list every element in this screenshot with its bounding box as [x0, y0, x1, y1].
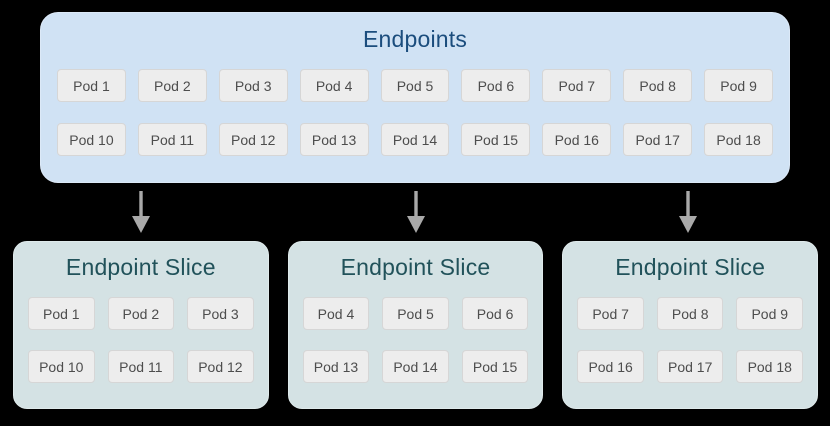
pod-box: Pod 3 [218, 69, 288, 102]
pod-box: Pod 5 [380, 69, 450, 102]
pod-box: Pod 5 [382, 297, 449, 330]
pod-box: Pod 11 [107, 350, 175, 383]
endpoint-slice-title: Endpoint Slice [615, 254, 766, 280]
pod-box: Pod 18 [704, 123, 774, 156]
pod-box: Pod 14 [382, 350, 449, 383]
slice-3-pod-row-2: Pod 16 Pod 17 Pod 18 [563, 350, 817, 383]
down-arrow-icon [132, 191, 150, 233]
pod-box: Pod 2 [107, 297, 175, 330]
pod-box: Pod 3 [187, 297, 254, 330]
pod-box: Pod 13 [299, 123, 369, 156]
pod-box: Pod 18 [736, 350, 804, 383]
pod-box: Pod 17 [623, 123, 693, 156]
endpoint-slice-title: Endpoint Slice [65, 254, 216, 280]
pod-box: Pod 13 [302, 350, 370, 383]
slice-2-pod-row-1: Pod 4 Pod 5 Pod 6 [289, 297, 543, 330]
pod-box: Pod 17 [656, 350, 724, 383]
pod-box: Pod 8 [623, 69, 693, 102]
pod-box: Pod 7 [542, 69, 612, 102]
pod-box: Pod 6 [461, 69, 531, 102]
endpoints-title: Endpoints [362, 26, 468, 52]
slice-1-pod-row-2: Pod 10 Pod 11 Pod 12 [14, 350, 268, 383]
pod-box: Pod 15 [461, 350, 529, 383]
slice-1-pod-row-1: Pod 1 Pod 2 Pod 3 [14, 297, 268, 330]
pod-box: Pod 1 [28, 297, 95, 330]
pod-box: Pod 10 [28, 350, 95, 383]
endpoints-box: Endpoints Pod 1 Pod 2 Pod 3 Pod 4 Pod 5 Pod 6… [40, 12, 790, 183]
pod-box: Pod 10 [57, 123, 126, 156]
slice-3-pod-row-1: Pod 7 Pod 8 Pod 9 [563, 297, 817, 330]
endpoint-slice-title: Endpoint Slice [340, 254, 491, 280]
pod-box: Pod 12 [218, 123, 288, 156]
pod-box: Pod 11 [137, 123, 207, 156]
pod-box: Pod 2 [137, 69, 207, 102]
endpoints-pod-row-2: Pod 10 Pod 11 Pod 12 Pod 13 Pod 14 Pod 15 Pod … [41, 123, 789, 156]
pod-box: Pod 1 [57, 69, 126, 102]
pod-box: Pod 4 [299, 69, 369, 102]
pod-box: Pod 15 [461, 123, 531, 156]
pod-box: Pod 4 [302, 297, 370, 330]
pod-box: Pod 8 [656, 297, 724, 330]
endpoints-pod-row-1: Pod 1 Pod 2 Pod 3 Pod 4 Pod 5 Pod 6 Pod 7 Pod 8… [41, 69, 789, 102]
pod-box: Pod 9 [736, 297, 804, 330]
pod-box: Pod 16 [542, 123, 612, 156]
slice-2-pod-row-2: Pod 13 Pod 14 Pod 15 [289, 350, 543, 383]
pod-box: Pod 16 [577, 350, 644, 383]
pod-box: Pod 6 [461, 297, 529, 330]
pod-box: Pod 7 [577, 297, 644, 330]
pod-box: Pod 12 [187, 350, 254, 383]
down-arrow-icon [679, 191, 697, 233]
down-arrow-icon [407, 191, 425, 233]
pod-box: Pod 14 [380, 123, 450, 156]
pod-box: Pod 9 [704, 69, 774, 102]
